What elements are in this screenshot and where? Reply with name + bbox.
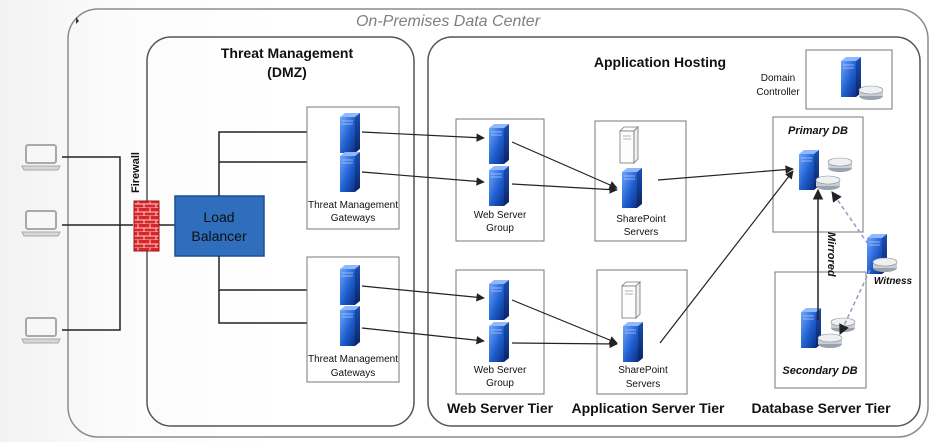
sharepoint-server-icon (622, 321, 644, 363)
app-hosting-title: Application Hosting (594, 54, 726, 70)
web-sharepoint-connectors (511, 141, 618, 349)
gateway-label-line1: Threat Management (308, 200, 398, 211)
firewall-icon (133, 200, 160, 252)
dmz-title-line1: Threat Management (221, 45, 354, 61)
web-group-label-line1: Web Server (474, 210, 527, 221)
secondary-db-label: Secondary DB (782, 365, 857, 377)
primary-db-label: Primary DB (788, 125, 848, 137)
mirrored-label: Mirrored (825, 232, 837, 277)
sharepoint-db-connectors (657, 165, 794, 344)
database-disk-icon (827, 157, 853, 173)
client-laptop-icon (21, 317, 61, 344)
web-tier-label: Web Server Tier (447, 400, 554, 416)
database-disk-icon (815, 175, 841, 191)
database-disk-icon (858, 85, 884, 101)
app-hosting-zone (427, 36, 921, 427)
gateway-label-line1: Threat Management (308, 354, 398, 365)
client-connectors (62, 156, 133, 331)
sharepoint-server-icon (621, 167, 643, 209)
gateway-label-line2: Gateways (331, 213, 375, 224)
web-server-icon (488, 165, 510, 207)
database-disk-icon (817, 333, 843, 349)
sharepoint-label-line2: Servers (624, 227, 658, 238)
gateway-server-icon (339, 305, 361, 347)
web-server-icon (488, 279, 510, 321)
client-laptop-icon (21, 144, 61, 171)
gateway-server-icon (339, 264, 361, 306)
cursor-icon (76, 17, 79, 24)
firewall-label: Firewall (130, 152, 142, 193)
data-center-title: On-Premises Data Center (356, 13, 541, 30)
sharepoint-label-line2: Servers (626, 379, 660, 390)
web-server-icon (488, 321, 510, 363)
database-disk-icon (872, 257, 898, 273)
load-balancer-label-line2: Balancer (191, 228, 247, 244)
domain-controller-label-line1: Domain (761, 73, 795, 84)
db-tier-label: Database Server Tier (751, 400, 891, 416)
domain-controller-server-icon (840, 56, 862, 98)
domain-controller-label-line2: Controller (756, 87, 800, 98)
witness-connectors (831, 191, 871, 335)
dmz-title-line2: (DMZ) (267, 64, 307, 80)
load-balancer-label-line1: Load (203, 209, 234, 225)
gateway-server-icon (339, 151, 361, 193)
sharepoint-label-line1: SharePoint (616, 214, 666, 225)
app-tier-label: Application Server Tier (571, 400, 725, 416)
sharepoint-standby-icon (621, 281, 641, 319)
gateway-label-line2: Gateways (331, 368, 375, 379)
client-laptop-icon (21, 210, 61, 237)
data-center-boundary (67, 8, 929, 438)
witness-label: Witness (874, 276, 913, 287)
web-group-label-line2: Group (486, 378, 514, 389)
gateway-server-icon (339, 112, 361, 154)
database-disk-icon (830, 317, 856, 333)
web-group-label-line2: Group (486, 223, 514, 234)
web-server-icon (488, 123, 510, 165)
load-balancer (174, 195, 265, 257)
web-group-label-line1: Web Server (474, 365, 527, 376)
gateway-web-connectors (361, 131, 485, 345)
sharepoint-standby-icon (619, 126, 639, 164)
sharepoint-label-line1: SharePoint (618, 365, 668, 376)
